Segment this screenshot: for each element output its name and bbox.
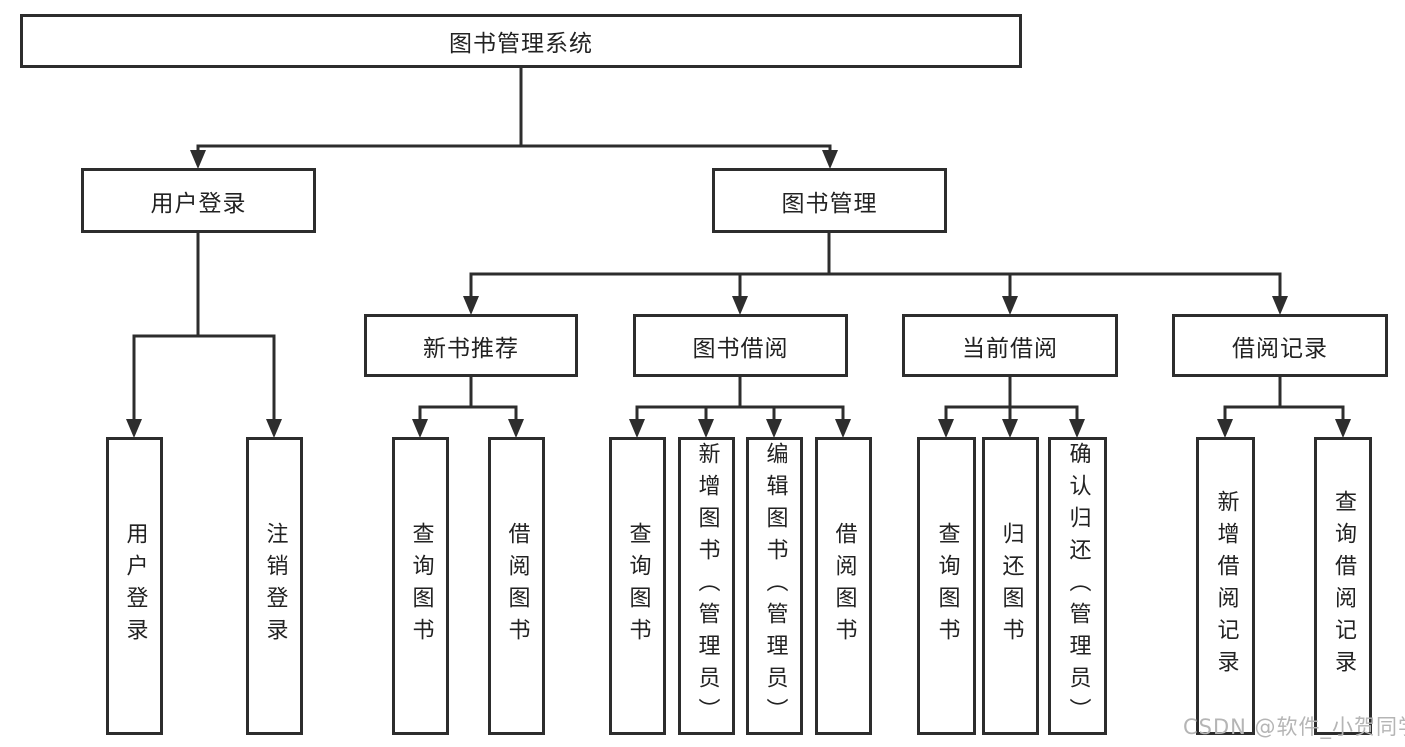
leaf-newbook-query-book: 查询图书 xyxy=(392,437,449,735)
leaf-return-book: 归还图书 xyxy=(982,437,1039,735)
leaf-edit-book-admin: 编辑图书（管理员） xyxy=(746,437,803,735)
node-book-management: 图书管理 xyxy=(712,168,947,233)
leaf-confirm-return-admin: 确认归还（管理员） xyxy=(1048,437,1107,735)
node-user-login: 用户登录 xyxy=(81,168,316,233)
node-new-book-recommend: 新书推荐 xyxy=(364,314,578,377)
node-borrow-records: 借阅记录 xyxy=(1172,314,1388,377)
leaf-borrow-borrow-book: 借阅图书 xyxy=(815,437,872,735)
leaf-borrow-query-book: 查询图书 xyxy=(609,437,666,735)
leaf-current-query-book: 查询图书 xyxy=(917,437,976,735)
node-current-borrow: 当前借阅 xyxy=(902,314,1118,377)
node-root: 图书管理系统 xyxy=(20,14,1022,68)
node-book-borrow: 图书借阅 xyxy=(633,314,848,377)
leaf-add-borrow-record: 新增借阅记录 xyxy=(1196,437,1255,735)
leaf-user-login: 用户登录 xyxy=(106,437,163,735)
leaf-add-book-admin: 新增图书（管理员） xyxy=(678,437,735,735)
csdn-watermark: CSDN @软件_小贺同学 xyxy=(1183,715,1405,739)
leaf-logout: 注销登录 xyxy=(246,437,303,735)
leaf-newbook-borrow-book: 借阅图书 xyxy=(488,437,545,735)
leaf-query-borrow-record: 查询借阅记录 xyxy=(1314,437,1372,735)
